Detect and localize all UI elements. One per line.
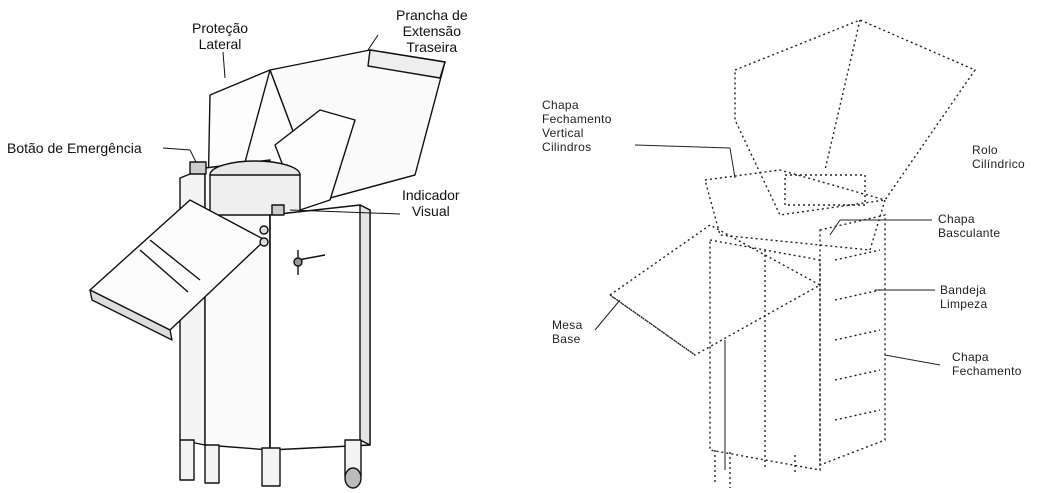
rolo-line2: Cilíndrico [972,157,1026,171]
label-rolo-cilindrico: Rolo Cilíndrico [972,143,1025,171]
indicador-line1: Indicador [402,187,460,203]
prancha-line2: Extensão [402,23,461,39]
right-dotted-figure: Chapa Fechamento Vertical Cilindros Rolo… [520,0,1054,493]
mesa-line2: Base [552,332,581,346]
cb-line1: Chapa [938,212,975,226]
cfv-line1: Chapa [542,98,579,112]
label-bandeja-limpeza: Bandeja Limpeza [940,283,987,311]
label-mesa-base: Mesa Base [552,318,583,346]
left-machine-figure: Proteção Lateral Prancha de Extensão Tra… [0,0,520,493]
label-protecao-lateral: Proteção Lateral [192,20,248,52]
label-botao-emergencia: Botão de Emergência [7,140,142,156]
rolo-line1: Rolo [972,143,998,157]
cfv-line3: Vertical [542,126,584,140]
protecao-lateral-line1: Proteção [192,20,249,36]
label-prancha-extensao-traseira: Prancha de Extensão Traseira [396,7,468,55]
label-indicador-visual: Indicador Visual [402,187,460,219]
bl-line2: Limpeza [940,297,988,311]
cb-line2: Basculante [938,226,1001,240]
prancha-line1: Prancha de [396,7,468,23]
cf-line1: Chapa [952,350,989,364]
label-chapa-fechamento-vertical: Chapa Fechamento Vertical Cilindros [542,98,612,154]
mesa-line1: Mesa [552,318,583,332]
machine-drawing [89,34,446,489]
prancha-line3: Traseira [406,39,458,55]
cfv-line4: Cilindros [542,140,592,154]
dotted-drawing [594,19,977,488]
cfv-line2: Fechamento [542,112,612,126]
label-chapa-basculante: Chapa Basculante [938,212,1000,240]
label-chapa-fechamento: Chapa Fechamento [952,350,1022,378]
indicador-line2: Visual [411,203,450,219]
protecao-lateral-line2: Lateral [198,36,242,52]
bl-line1: Bandeja [940,283,987,297]
cf-line2: Fechamento [952,364,1022,378]
